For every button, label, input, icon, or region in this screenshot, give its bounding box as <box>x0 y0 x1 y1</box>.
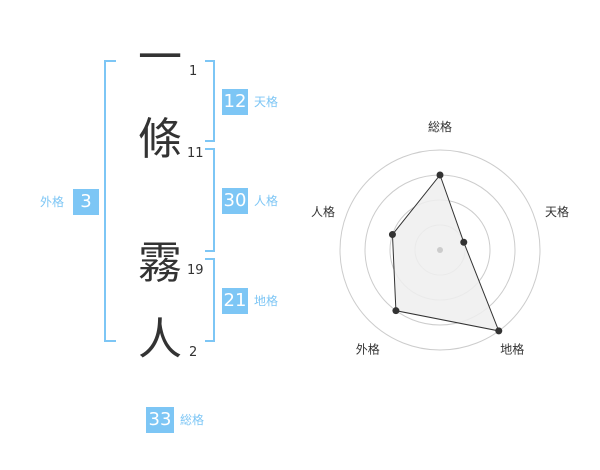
radar-point-4 <box>392 307 400 315</box>
gaikaku-label: 外格 <box>40 195 65 209</box>
radar-point-3 <box>495 327 503 335</box>
radar-center-dot <box>437 247 443 253</box>
radar-axis-label-2: 天格 <box>545 204 569 219</box>
tenkaku-value-box: 12 <box>222 89 248 115</box>
radar-axis-label-1: 総格 <box>428 119 452 134</box>
stroke-count-3: 19 <box>187 263 204 278</box>
tenkaku-bracket <box>205 60 215 142</box>
radar-point-2 <box>460 238 468 246</box>
chikaku-label: 地格 <box>254 294 279 308</box>
radar-axis-label-5: 人格 <box>311 204 335 219</box>
gaikaku-bracket <box>104 60 116 342</box>
soukaku-value-box: 33 <box>146 407 174 433</box>
tenkaku-label: 天格 <box>254 95 279 109</box>
name-char-2: 條 <box>138 114 182 165</box>
jinkaku-label: 人格 <box>254 194 279 208</box>
name-char-4: 人 <box>138 314 182 365</box>
radar-ring <box>339 149 541 351</box>
stroke-count-4: 2 <box>189 345 198 360</box>
name-char-3: 霧 <box>138 238 182 289</box>
chikaku-value-box: 21 <box>222 288 248 314</box>
radar-point-5 <box>388 231 396 239</box>
soukaku-label: 総格 <box>180 413 205 427</box>
stroke-count-1: 1 <box>189 64 198 79</box>
radar-polygon <box>391 173 500 332</box>
radar-axis-label-4: 外格 <box>356 342 380 357</box>
radar-axis-label-3: 地格 <box>500 342 524 357</box>
stroke-count-2: 11 <box>187 146 204 161</box>
radar-point-1 <box>436 171 444 179</box>
jinkaku-bracket <box>205 148 215 252</box>
chikaku-bracket <box>205 258 215 342</box>
jinkaku-value-box: 30 <box>222 188 248 214</box>
gaikaku-value-box: 3 <box>73 189 99 215</box>
name-char-1: 一 <box>138 32 182 83</box>
